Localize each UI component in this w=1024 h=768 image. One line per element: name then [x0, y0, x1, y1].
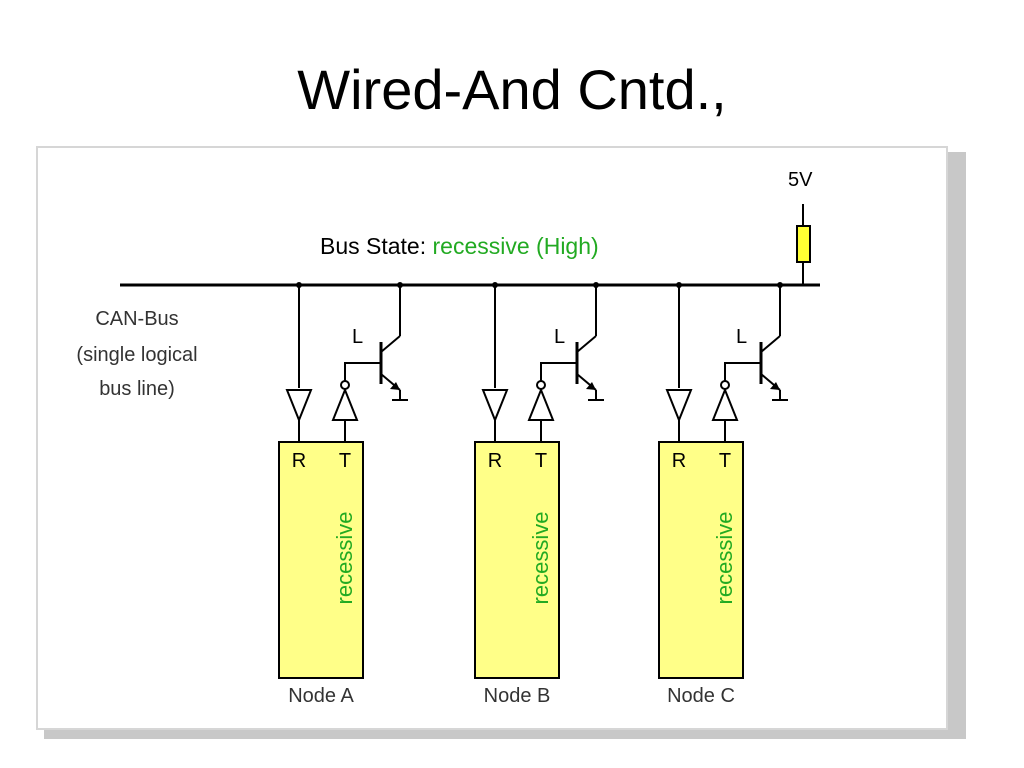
bus-caption-line-2: (single logical	[76, 344, 197, 366]
transistor-symbol	[379, 282, 408, 401]
bus-state-value: recessive (High)	[433, 233, 599, 259]
base-wire	[344, 362, 381, 381]
transistor-label: L	[554, 326, 565, 348]
node-state-label: recessive	[528, 512, 553, 605]
node-box	[658, 441, 744, 679]
node-name-label: Node A	[288, 685, 354, 707]
node-a: L R T recessive Node A	[278, 282, 408, 707]
slide-title: Wired-And Cntd.,	[297, 58, 727, 121]
bus-caption: CAN-Bus (single logical bus line)	[76, 308, 197, 400]
node-c: L R T recessive Node C	[658, 282, 788, 707]
node-b: L R T recessive Node B	[474, 282, 604, 707]
transmit-inverter-bubble	[720, 380, 730, 390]
receive-pin-label: R	[292, 450, 306, 472]
transistor-label: L	[352, 326, 363, 348]
supply-voltage-label: 5V	[788, 169, 813, 191]
transistor-symbol	[575, 282, 604, 401]
receive-buffer-symbol	[481, 389, 509, 423]
node-state-label: recessive	[712, 512, 737, 605]
transmit-buffer-symbol	[331, 387, 359, 421]
transmit-buffer-symbol	[711, 387, 739, 421]
transmit-buffer-symbol	[527, 387, 555, 421]
node-name-label: Node C	[667, 685, 735, 707]
node-name-label: Node B	[484, 685, 551, 707]
receive-pin-label: R	[672, 450, 686, 472]
node-box	[278, 441, 364, 679]
base-wire	[540, 362, 577, 381]
transmit-pin-label: T	[535, 450, 547, 472]
transmit-inverter-bubble	[536, 380, 546, 390]
bus-caption-line-3: bus line)	[99, 378, 175, 400]
bus-state-label: Bus State: recessive (High)	[320, 233, 599, 259]
receive-pin-label: R	[488, 450, 502, 472]
transistor-symbol	[759, 282, 788, 401]
node-state-label: recessive	[332, 512, 357, 605]
transmit-pin-label: T	[719, 450, 731, 472]
pull-up-resistor: 5V	[788, 169, 813, 285]
node-box	[474, 441, 560, 679]
receive-buffer-symbol	[665, 389, 693, 423]
resistor-body	[796, 225, 811, 263]
transmit-inverter-bubble	[340, 380, 350, 390]
transistor-label: L	[736, 326, 747, 348]
receive-buffer-symbol	[285, 389, 313, 423]
bus-caption-line-1: CAN-Bus	[95, 308, 178, 330]
bus-state-prefix: Bus State:	[320, 233, 433, 259]
transmit-pin-label: T	[339, 450, 351, 472]
base-wire	[724, 362, 761, 381]
